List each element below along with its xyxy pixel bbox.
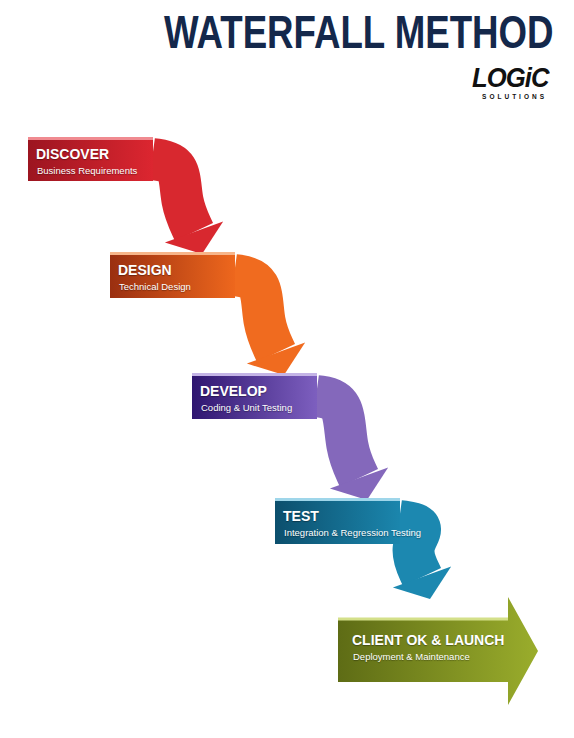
flow-arrow [316,396,388,500]
phase-detail: Technical Design [119,281,235,292]
flow-arrow-body [152,159,194,232]
diagram-title: WATERFALL METHOD [164,4,554,59]
phase-band: DEVELOP Coding & Unit Testing [192,373,317,419]
arrow-head [165,221,223,254]
phase-detail: Integration & Regression Testing [284,527,400,538]
phase-detail: Deployment & Maintenance [353,651,538,662]
phase-heading: DESIGN [118,262,235,278]
phase-detail: Business Requirements [37,165,153,176]
phase-band: TEST Integration & Regression Testing [275,498,400,544]
phase-band: DESIGN Technical Design [110,252,235,298]
logo-word: LOGiC [472,63,548,94]
flow-arrow [393,521,451,599]
arrow-head [247,342,305,375]
launch-arrow: CLIENT OK & LAUNCH Deployment & Maintenan… [338,597,538,705]
arrow-head [330,467,388,500]
phase-heading: TEST [283,508,400,524]
arrow-head [393,566,451,599]
flow-arrow-body [399,521,422,577]
flow-arrow [234,275,305,375]
flow-arrow [152,159,223,254]
phase-detail: Coding & Unit Testing [201,402,317,413]
phase-heading: DISCOVER [36,146,153,162]
phase-heading: CLIENT OK & LAUNCH [352,632,538,648]
phase-heading: DEVELOP [200,383,317,399]
phase-band: DISCOVER Business Requirements [28,137,153,181]
logo-subtitle: SOLUTIONS [482,93,547,100]
flow-arrow-body [234,275,276,353]
flow-arrow-body [316,396,359,478]
